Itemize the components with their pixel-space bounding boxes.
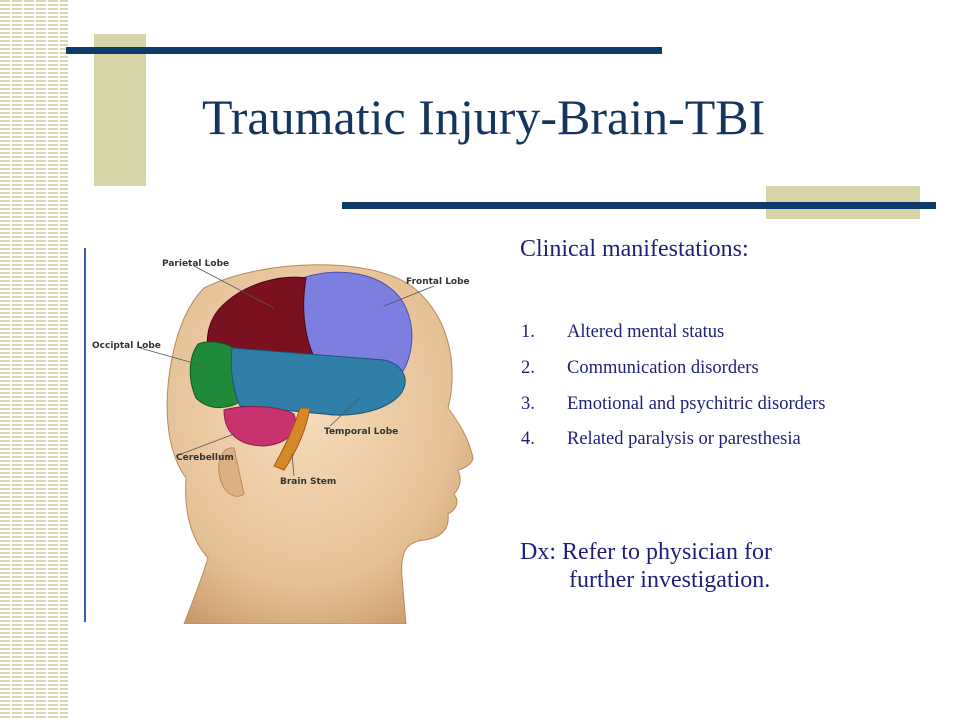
list-item-number: 1. <box>521 322 535 342</box>
parietal-lobe-shape <box>206 276 321 369</box>
manifestations-list: 1. Altered mental status 2. Communication … <box>520 322 940 450</box>
subheading: Clinical manifestations: <box>520 236 749 262</box>
dx-line-1: Dx: Refer to physician for <box>520 539 772 565</box>
label-brain-stem: Brain Stem <box>280 477 336 487</box>
label-temporal-lobe: Temporal Lobe <box>324 427 398 437</box>
list-item: 3. Emotional and psychitric disorders <box>520 394 940 415</box>
list-item-text: Emotional and psychitric disorders <box>567 394 826 414</box>
list-item: 1. Altered mental status <box>520 322 940 343</box>
slide-title: Traumatic Injury-Brain-TBI <box>202 89 766 145</box>
navy-rule-top <box>66 47 662 54</box>
ear-shape <box>218 447 245 497</box>
tan-accent-top <box>94 34 146 186</box>
label-cerebellum: Cerebellum <box>176 453 234 463</box>
list-item: 4. Related paralysis or paresthesia <box>520 429 940 450</box>
list-item-text: Altered mental status <box>567 322 725 342</box>
label-frontal-lobe: Frontal Lobe <box>406 277 470 287</box>
dx-line-2: further investigation. <box>569 567 771 593</box>
brain-diagram-svg: Parietal Lobe Frontal Lobe Occiptal Lobe… <box>92 259 474 624</box>
list-item-number: 4. <box>521 429 535 449</box>
brain-diagram: Parietal Lobe Frontal Lobe Occiptal Lobe… <box>84 248 496 624</box>
navy-rule-bottom <box>342 202 936 209</box>
brainstem-shape <box>273 407 311 471</box>
occipital-lobe-shape <box>189 341 241 408</box>
figure-left-edge <box>84 248 86 622</box>
temporal-lobe-shape <box>230 347 406 416</box>
label-parietal-lobe: Parietal Lobe <box>162 259 229 269</box>
list-item-number: 3. <box>521 394 535 414</box>
list-item-number: 2. <box>521 358 535 378</box>
list-item: 2. Communication disorders <box>520 358 940 379</box>
list-item-text: Related paralysis or paresthesia <box>567 429 801 449</box>
list-item-text: Communication disorders <box>567 358 759 378</box>
left-hatched-strip <box>0 0 68 720</box>
label-occipital-lobe: Occiptal Lobe <box>92 341 161 351</box>
dx-note: Dx: Refer to physician for further inves… <box>520 538 920 594</box>
leader-lines <box>139 265 435 477</box>
